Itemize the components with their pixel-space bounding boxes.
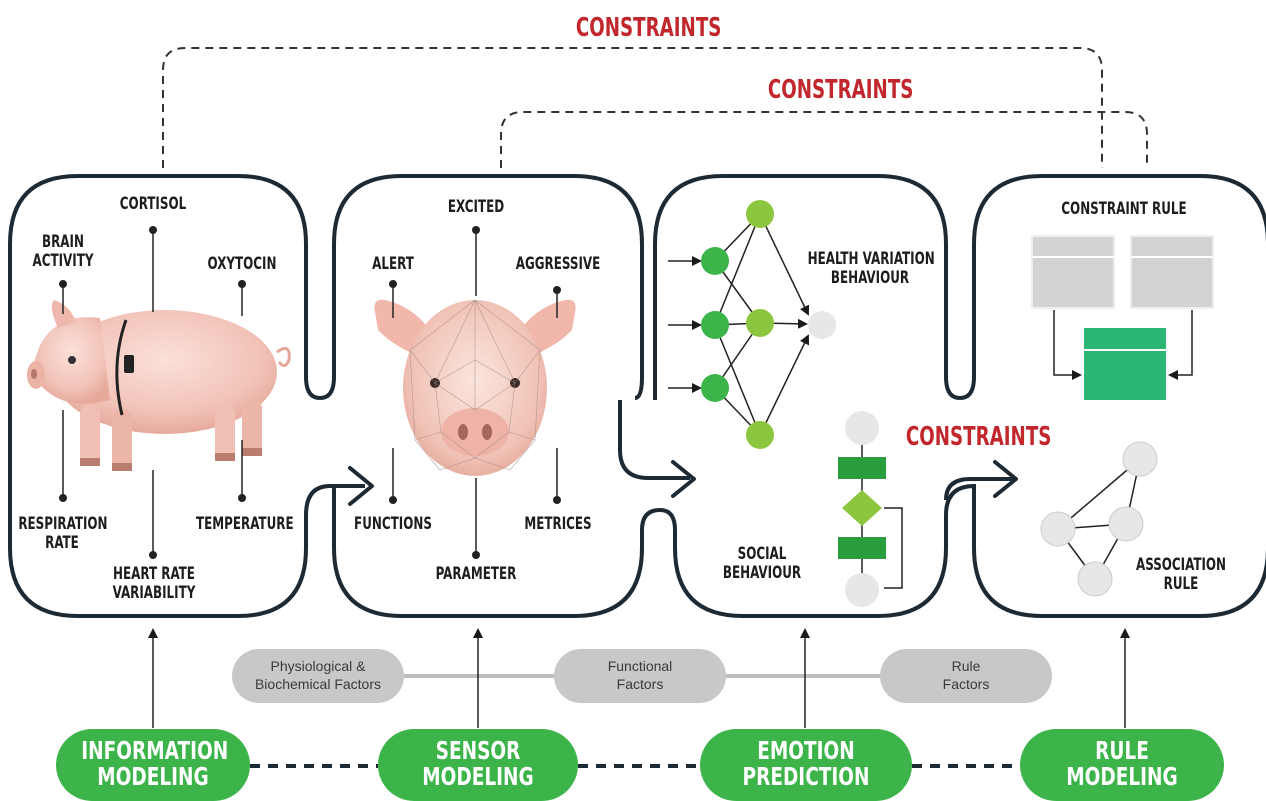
association-graph [1040, 441, 1158, 597]
constraint-loop-second [500, 111, 1148, 168]
constraint-loop-top [162, 47, 1103, 168]
pig-face-illustration [374, 299, 576, 476]
network-nodes [701, 200, 836, 449]
label-aggressive: AGGRESSIVE [515, 254, 601, 274]
label-constraint-rule: CONSTRAINT RULE [1061, 199, 1187, 219]
label-temperature: TEMPERATURE [195, 514, 294, 534]
factor-physiological-biochemical: Physiological &Biochemical Factors [254, 658, 382, 693]
stage-up-arrows [148, 628, 1130, 728]
pig-illustration [27, 300, 291, 471]
flow-arrow-3 [993, 460, 1018, 498]
panel-outline-top [8, 174, 644, 401]
panel-outline-bottom [8, 244, 1266, 618]
flow-line-3 [944, 477, 1014, 501]
label-cortisol: CORTISOL [119, 194, 187, 214]
panel1-leader-dots [59, 226, 246, 559]
constraints-label-second: CONSTRAINTS [767, 75, 914, 105]
panel-outline-top-right [653, 174, 1266, 401]
label-functions: FUNCTIONS [354, 514, 432, 534]
stage-pill-sensor [378, 729, 578, 801]
flowchart [838, 411, 903, 607]
panel1-leaders [62, 230, 243, 555]
factor-pill-physiological [232, 649, 404, 703]
stage-pill-information [56, 729, 250, 801]
label-oxytocin: OXYTOCIN [207, 254, 277, 274]
factor-pill-functional [554, 649, 726, 703]
label-alert: ALERT [372, 254, 414, 274]
panel2-leader-dots [389, 226, 561, 559]
flow-arrow-1 [348, 466, 374, 506]
label-parameter: PARAMETER [435, 564, 517, 584]
label-metrices: METRICES [524, 514, 592, 534]
factor-pill-rule [880, 649, 1052, 703]
label-excited: EXCITED [447, 197, 505, 217]
stage-pill-emotion [700, 729, 912, 801]
panel-outline-mid [618, 400, 690, 480]
neural-network [668, 213, 810, 436]
stage-pill-rule [1020, 729, 1224, 801]
constraint-rule-tables [1031, 235, 1214, 400]
flow-arrow-2 [671, 460, 696, 498]
constraints-label-top: CONSTRAINTS [575, 13, 722, 43]
constraints-label-right: CONSTRAINTS [905, 422, 1052, 452]
panel2-leaders [392, 230, 558, 555]
